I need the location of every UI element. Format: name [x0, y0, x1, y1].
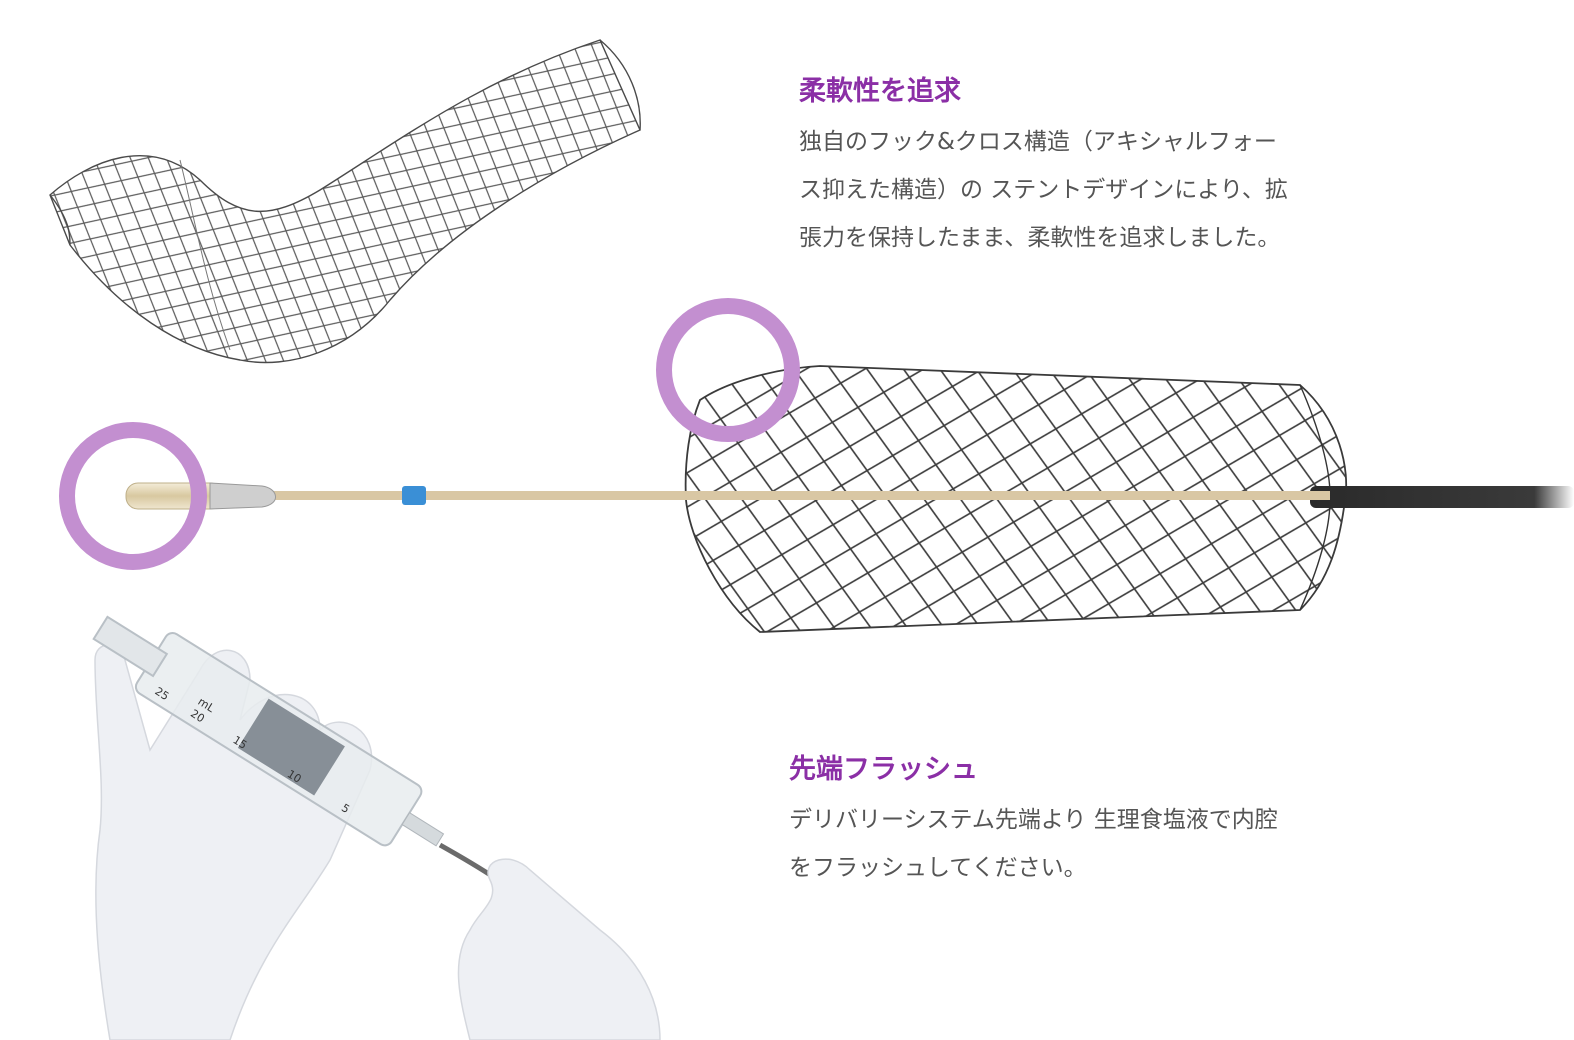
marker-band — [402, 486, 426, 505]
feature-flexibility-line-1: 独自のフック&クロス構造（アキシャルフォー — [799, 129, 1277, 155]
feature-flexibility: 柔軟性を追求 独自のフック&クロス構造（アキシャルフォー ス抑えた構造）の ステ… — [799, 74, 1288, 262]
feature-flexibility-line-2: ス抑えた構造）の ステントデザインにより、拡 — [799, 177, 1288, 203]
feature-tip-flush-line-2: をフラッシュしてください。 — [789, 855, 1087, 881]
feature-flexibility-line-3: 張力を保持したまま、柔軟性を追求しました。 — [799, 225, 1281, 251]
highlight-circle-stent-end — [656, 298, 800, 442]
feature-tip-flush-title: 先端フラッシュ — [789, 754, 978, 785]
inner-shaft — [270, 491, 1330, 500]
feature-tip-flush-line-1: デリバリーシステム先端より 生理食塩液で内腔 — [789, 807, 1278, 833]
outer-sheath — [1310, 486, 1574, 508]
curved-stent-illustration — [49, 39, 641, 364]
syringe-mark-10: 10 — [285, 767, 304, 785]
syringe-flush-illustration: 25 20 mL 15 10 5 — [92, 615, 661, 1040]
curved-stent-body — [49, 39, 641, 364]
right-glove — [457, 858, 661, 1040]
highlight-circle-tip — [59, 422, 207, 570]
syringe-mark-15: 15 — [231, 733, 250, 751]
syringe-mark-25: 25 — [153, 685, 172, 703]
syringe-mark-20: 20 — [188, 707, 207, 725]
feature-tip-flush: 先端フラッシュ デリバリーシステム先端より 生理食塩液で内腔 をフラッシュしてく… — [789, 752, 1278, 892]
feature-flexibility-title: 柔軟性を追求 — [799, 76, 961, 107]
delivery-system-illustration — [59, 298, 1574, 633]
distal-tip — [125, 482, 223, 510]
syringe: 25 20 mL 15 10 5 — [92, 615, 445, 847]
